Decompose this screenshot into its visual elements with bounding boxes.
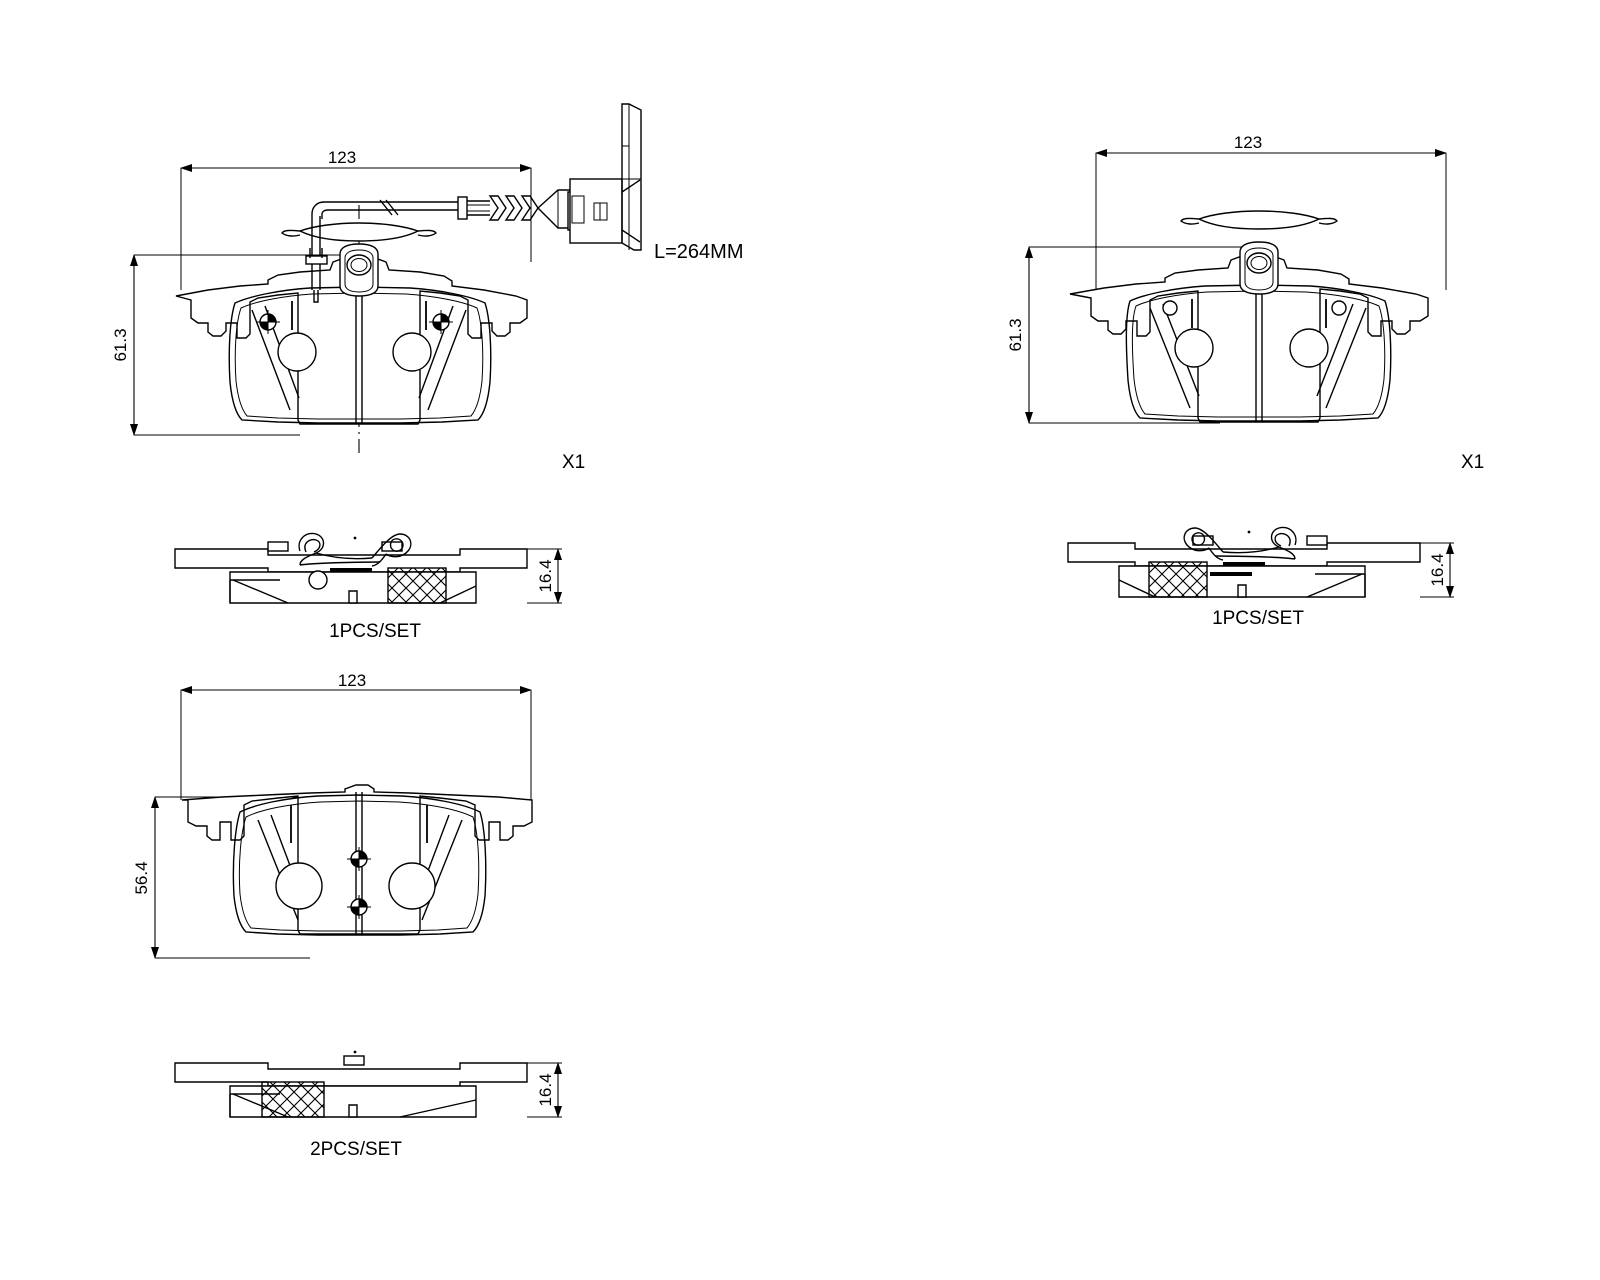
wear-sensor-cable-top-left [311, 199, 460, 219]
view-top-right-pad: 123 61.3 X1 [1006, 133, 1484, 473]
chamfer-left-top-left [251, 309, 291, 411]
pad-hole-large-right-top-left [392, 332, 432, 372]
friction-material-outline-bottom-left [232, 794, 487, 936]
dim-text-width-bottom-left: 123 [338, 671, 366, 690]
view-section-left-top: 16.4 1PCS/SET [174, 532, 562, 642]
dim-text-thickness-right-top: 16.4 [1428, 553, 1447, 586]
friction-inner-contour-bottom-left [238, 800, 480, 932]
retaining-clip-top-left [281, 222, 437, 297]
section-marker-dot-left-top [353, 536, 357, 540]
section-boss-bottom [343, 1055, 365, 1066]
view-section-bottom: 16.4 2PCS/SET [174, 1050, 562, 1160]
section-marker-dot-bottom [353, 1050, 357, 1054]
dim-text-height-top-left: 61.3 [111, 328, 130, 361]
dimension-height-top-left [130, 254, 352, 436]
section-bevel-left-top [232, 579, 289, 604]
dim-text-height-top-right: 61.3 [1006, 318, 1025, 351]
pad-hole-large-left-bottom [275, 862, 323, 910]
section-bevel-right-top [1306, 573, 1363, 598]
section-marker-dot-right-top [1247, 530, 1251, 534]
wear-sensor-pin-top-left [305, 216, 328, 303]
pad-center-slot-top-right [1255, 282, 1263, 422]
chamfer-right-top-left [427, 309, 467, 411]
chamfer-left-top-right [1149, 307, 1191, 409]
section-clip-left-top [298, 532, 412, 590]
qty-label-top-left: X1 [562, 452, 585, 473]
dim-text-width-top-left: 123 [328, 148, 356, 167]
section-bevel2-bottom [399, 1099, 477, 1118]
dimension-height-top-right [1025, 246, 1250, 424]
dimension-width-top-left [180, 164, 532, 290]
section-notch-bottom [348, 1104, 358, 1118]
view-section-right-top: 16.4 1PCS/SET [1067, 526, 1454, 629]
friction-hatch-bottom [261, 1081, 325, 1118]
pad-hole-large-left-top-left [277, 332, 317, 372]
view-top-left-pad: L=264MM 123 61.3 X1 [111, 103, 744, 473]
chamfer-right-top-right [1325, 307, 1367, 409]
pad-center-slot-top-left [355, 284, 363, 424]
dimension-width-top-right [1095, 149, 1447, 290]
pad-hole-large-right-top-right [1289, 328, 1329, 368]
section-taper-right-top [1315, 573, 1366, 597]
section-boss-left-1 [267, 541, 289, 552]
sensor-length-label: L=264MM [654, 241, 744, 263]
set-label-left-top: 1PCS/SET [329, 621, 421, 642]
section-backing-plate-left-top [174, 548, 528, 573]
section-notch-right-top [1237, 584, 1247, 598]
set-label-bottom: 2PCS/SET [310, 1139, 402, 1160]
section-clip-right-top [1183, 526, 1297, 576]
sensor-connector-top-left [457, 103, 642, 251]
section-taper-left-top [229, 579, 280, 603]
friction-hatch-left-top [387, 567, 447, 604]
retaining-clip-top-right [1180, 210, 1338, 295]
dim-text-thickness-left-top: 16.4 [536, 559, 555, 592]
set-label-right-top: 1PCS/SET [1212, 608, 1304, 629]
chamfer-right2-top-right [1316, 303, 1354, 397]
dim-text-width-top-right: 123 [1234, 133, 1262, 152]
view-bottom-left-pad: 123 56.4 [132, 671, 533, 959]
pad-hole-small-left-top-right [1162, 300, 1178, 316]
section-backing-plate-right-top [1067, 542, 1421, 567]
dim-text-height-bottom-left: 56.4 [132, 861, 151, 894]
section-backing-plate-bottom [174, 1062, 528, 1087]
pad-hole-small-right-top-right [1331, 300, 1347, 316]
qty-label-top-right: X1 [1461, 452, 1484, 473]
pad-hole-large-right-bottom [388, 862, 436, 910]
dimension-thickness-bottom [527, 1062, 562, 1118]
pad-hole-crosshair-upper-bottom [347, 847, 371, 871]
dimension-thickness-right-top [1420, 542, 1454, 598]
pad-hole-crosshair-left-top-left [256, 310, 280, 334]
dim-text-thickness-bottom: 16.4 [536, 1073, 555, 1106]
pad-hole-large-left-top-right [1174, 328, 1214, 368]
pad-hole-crosshair-right-top-left [429, 310, 453, 334]
pad-hole-crosshair-lower-bottom [347, 895, 371, 919]
dimension-thickness-left-top [527, 548, 562, 604]
dimension-width-bottom-left [180, 686, 532, 800]
section-notch-left-top [348, 590, 358, 604]
section-boss-right-1 [1306, 535, 1328, 546]
friction-hatch-right-top [1148, 561, 1208, 598]
chamfer-right-bottom [421, 819, 463, 921]
